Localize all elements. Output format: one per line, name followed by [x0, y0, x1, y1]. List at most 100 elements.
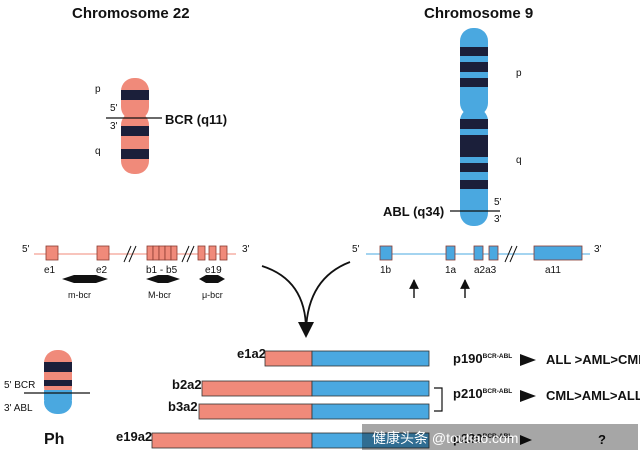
fusion-transcript: e19a2 [116, 429, 430, 449]
fusion-name-e19a2: e19a2 [116, 429, 152, 444]
m-bcr-label: m-bcr [68, 290, 91, 300]
chr9-3prime-label: 3' [494, 214, 502, 225]
bcr-exon-e19c [219, 245, 228, 261]
bcr-break-mark [181, 245, 195, 263]
chr22-3prime-label: 3' [110, 121, 118, 132]
disease-order-label: CML>AML>ALL [546, 388, 640, 403]
abl-exon-1a [445, 245, 456, 261]
bcr-gene-5prime: 5' [22, 244, 30, 255]
translocation-arrow-head [298, 322, 314, 338]
fusion-bcr-segment [201, 380, 313, 397]
bcr-exon-label-e2: e2 [96, 265, 108, 276]
protein-row: p190BCR-ABL ALL >AML>CML [453, 351, 640, 367]
disease-order-label: ? [598, 432, 606, 447]
M-bcr-label: M-bcr [148, 290, 171, 300]
abl-exon-label-1a: 1a [445, 265, 457, 276]
ph-label: Ph [44, 431, 64, 448]
m-bcr-region-marker [62, 275, 108, 283]
fusion-transcript: b2a2 [172, 377, 430, 397]
chr22-p-label: p [95, 84, 101, 95]
abl-exon-1b [379, 245, 393, 261]
p210-bracket [434, 387, 443, 412]
abl-gene-map: 5' 3' 1b 1a a2a3 a11 [352, 244, 602, 298]
ph-bcr-end-label: 5' BCR [4, 380, 35, 391]
bcr-exon-b1 [146, 245, 154, 261]
bcr-break-mark [123, 245, 137, 263]
abl-locus-label: ABL (q34) [383, 204, 444, 219]
chr9-band [460, 180, 488, 189]
chr9-band [460, 135, 488, 157]
protein-arrow [520, 435, 532, 445]
protein-label: p230BCR-ABL [453, 431, 512, 446]
fusion-name-e1a2: e1a2 [237, 346, 266, 361]
abl-exon-label-1b: 1b [380, 265, 392, 276]
mu-bcr-label: μ-bcr [202, 290, 223, 300]
abl-gene-3prime: 3' [594, 244, 602, 255]
chr9-band [460, 47, 488, 56]
bcr-exon-label-b1b5: b1 - b5 [146, 265, 178, 276]
fusion-bcr-segment [198, 403, 313, 420]
protein-arrow [520, 354, 536, 366]
protein-arrow [520, 390, 536, 402]
protein-row: p210BCR-ABL CML>AML>ALL [453, 386, 640, 403]
fusion-transcript: b3a2 [168, 399, 430, 420]
fusion-abl-segment [311, 380, 430, 397]
bcr-exon-label-e1: e1 [44, 265, 56, 276]
chr22-q-arm [121, 112, 149, 174]
chr9-band [460, 163, 488, 172]
watermark-backdrop [362, 424, 638, 450]
chr9-q-label: q [516, 155, 522, 166]
watermark-text: 健康头条 @toutiao.com [372, 430, 518, 446]
chromosome-9 [450, 28, 500, 226]
chr22-band [121, 149, 149, 159]
fusion-transcript: e1a2 [237, 346, 430, 367]
chr9-p-label: p [516, 68, 522, 79]
protein-label: p210BCR-ABL [453, 386, 512, 401]
bcr-gene-map: 5' 3' e1 e2 b1 - b5 e19 m-bcr M-bcr μ-bc… [22, 244, 250, 300]
protein-label: p190BCR-ABL [453, 351, 512, 366]
abl-gene-5prime: 5' [352, 244, 360, 255]
bcr-locus-label: BCR (q11) [165, 112, 227, 127]
ph-chromosome [24, 350, 90, 414]
mu-bcr-region-marker [199, 275, 225, 283]
fusion-name-b2a2: b2a2 [172, 377, 202, 392]
bcr-exon-e19b [208, 245, 217, 261]
chr22-band [121, 90, 149, 100]
chromosome-22 [106, 78, 162, 174]
chr9-band [460, 62, 488, 72]
bcr-exon-e19a [197, 245, 206, 261]
ph-band [44, 362, 72, 372]
bcr-exon-label-e19: e19 [205, 265, 222, 276]
bcr-gene-3prime: 3' [242, 244, 250, 255]
chr22-5prime-label: 5' [110, 103, 118, 114]
translocation-curve [305, 261, 351, 331]
ph-band [44, 380, 72, 386]
chr9-band [460, 78, 488, 87]
abl-exon-a2 [473, 245, 484, 261]
fusion-name-b3a2: b3a2 [168, 399, 198, 414]
bcr-exon-b4 [164, 245, 172, 261]
fusion-bcr-segment [151, 432, 313, 449]
abl-exon-label-a2a3: a2a3 [474, 265, 497, 276]
ph-abl-end-label: 3' ABL [4, 403, 33, 414]
bcr-exon-b3 [158, 245, 166, 261]
chr9-title: Chromosome 9 [424, 5, 533, 22]
fusion-abl-segment [311, 432, 430, 449]
translocation-curve [261, 265, 307, 331]
fusion-abl-segment [311, 350, 430, 367]
ph-abl-join [44, 390, 72, 400]
chr22-band [121, 126, 149, 136]
disease-order-label: ALL >AML>CML [546, 352, 640, 367]
chr22-q-label: q [95, 146, 101, 157]
abl-exon-a11 [533, 245, 583, 261]
chr9-band [460, 119, 488, 129]
M-bcr-region-marker [146, 275, 180, 283]
bcr-exon-e1 [45, 245, 59, 261]
chr22-title: Chromosome 22 [72, 5, 190, 22]
bcr-exon-b2 [152, 245, 160, 261]
protein-row: p230BCR-ABL ? [453, 431, 606, 447]
bcr-exon-e2 [96, 245, 110, 261]
abl-exon-a3 [488, 245, 499, 261]
abl-exon-label-a11: a11 [545, 265, 561, 276]
